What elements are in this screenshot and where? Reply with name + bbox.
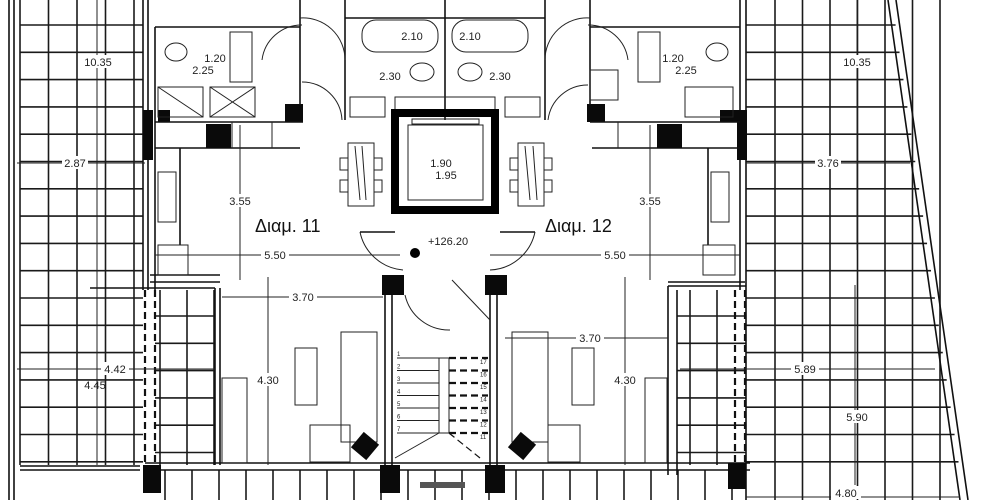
stair-step-number: 16 [480,373,487,379]
dim-right-living-depth: 4.30 [614,375,635,387]
dim-right-living-width: 3.70 [579,333,600,345]
right-bathroom [547,24,734,121]
dim-left-terrace-length: 10.35 [84,57,112,69]
dim-left-lower-terrace-b: 4.45 [84,380,105,392]
left-bathroom [157,24,343,121]
dim-right-bath-w: 1.20 [662,53,683,65]
stair-step-number: 15 [480,385,487,391]
dim-bottom-right: 4.80 [835,488,856,500]
stair-step-number: 5 [397,402,401,408]
dim-left-bath-l: 2.25 [192,65,213,77]
dim-left-living-depth: 4.30 [257,375,278,387]
cooktop-icon [206,124,231,148]
right-terrace-tiles [677,0,959,500]
right-living-furniture [507,331,668,464]
central-bathrooms [299,0,591,120]
shower-icon [157,86,204,118]
right-kitchen [592,122,740,276]
stair-step-number: 7 [397,427,401,433]
dim-right-kitchen-depth: 3.55 [639,196,660,208]
dim-right-terrace-width: 3.76 [817,158,838,170]
dim-elevator-w: 1.90 [430,158,451,170]
cabinet-icon [644,377,668,464]
sink-icon [157,171,177,223]
shower-icon [684,86,734,118]
stair-step-number: 6 [397,415,401,421]
stair-step-number: 12 [480,423,487,429]
level-label: +126.20 [428,236,468,248]
dim-center-tub-left: 2.10 [401,31,422,43]
cooktop-icon [657,124,682,148]
stair-step-number: 13 [480,410,487,416]
stair-step-number: 17 [480,360,487,366]
stair-step-number: 2 [397,365,401,371]
dim-left-apartment-width: 5.50 [264,250,285,262]
toilet-icon [164,42,188,62]
left-kitchen [155,122,300,276]
stair-step-number: 11 [480,435,487,441]
bathtub-icon [451,19,529,53]
stair-step-number: 4 [397,390,401,396]
stair-step-number: 3 [397,377,401,383]
toilet-icon [409,62,435,82]
walls [143,0,750,493]
sofa-icon [511,331,549,443]
dim-center-bath-right: 2.30 [489,71,510,83]
dim-right-apartment-width: 5.50 [604,250,625,262]
entrance-doors [359,231,536,331]
dim-left-bath-w: 1.20 [204,53,225,65]
toilet-icon [457,62,483,82]
stair-step-number: 14 [480,398,487,404]
dim-right-lower-terrace-depth: 5.90 [846,412,867,424]
cabinet-icon [221,377,248,464]
stair-step-number: 1 [397,352,401,358]
dim-left-lower-terrace-a: 4.42 [104,364,125,376]
dim-left-terrace-width: 2.87 [64,158,85,170]
toilet-icon [705,42,729,62]
right-terrace-outline [667,0,969,500]
bathtub-icon [361,19,439,53]
left-living-furniture [221,331,380,464]
left-terrace-tiles [19,0,215,465]
dim-right-lower-terrace-width: 5.89 [794,364,815,376]
left-dining-table [339,142,383,207]
dim-right-terrace-length: 10.35 [843,57,871,69]
dim-right-bath-l: 2.25 [675,65,696,77]
apartment-11-label: Διαμ. 11 [255,216,321,236]
dim-left-kitchen-depth: 3.55 [229,196,250,208]
dim-elevator-l: 1.95 [435,170,456,182]
dim-left-living-width: 3.70 [292,292,313,304]
sink-icon [710,171,730,223]
apartment-12-label: Διαμ. 12 [545,216,612,236]
dimension-labels: 10.35 10.35 2.87 3.76 1.20 2.25 1.20 2.2… [62,29,871,500]
dim-center-tub-right: 2.10 [459,31,480,43]
right-dining-table [509,142,553,207]
dim-center-bath-left: 2.30 [379,71,400,83]
level-marker-icon [410,248,420,258]
elevator [391,109,499,214]
